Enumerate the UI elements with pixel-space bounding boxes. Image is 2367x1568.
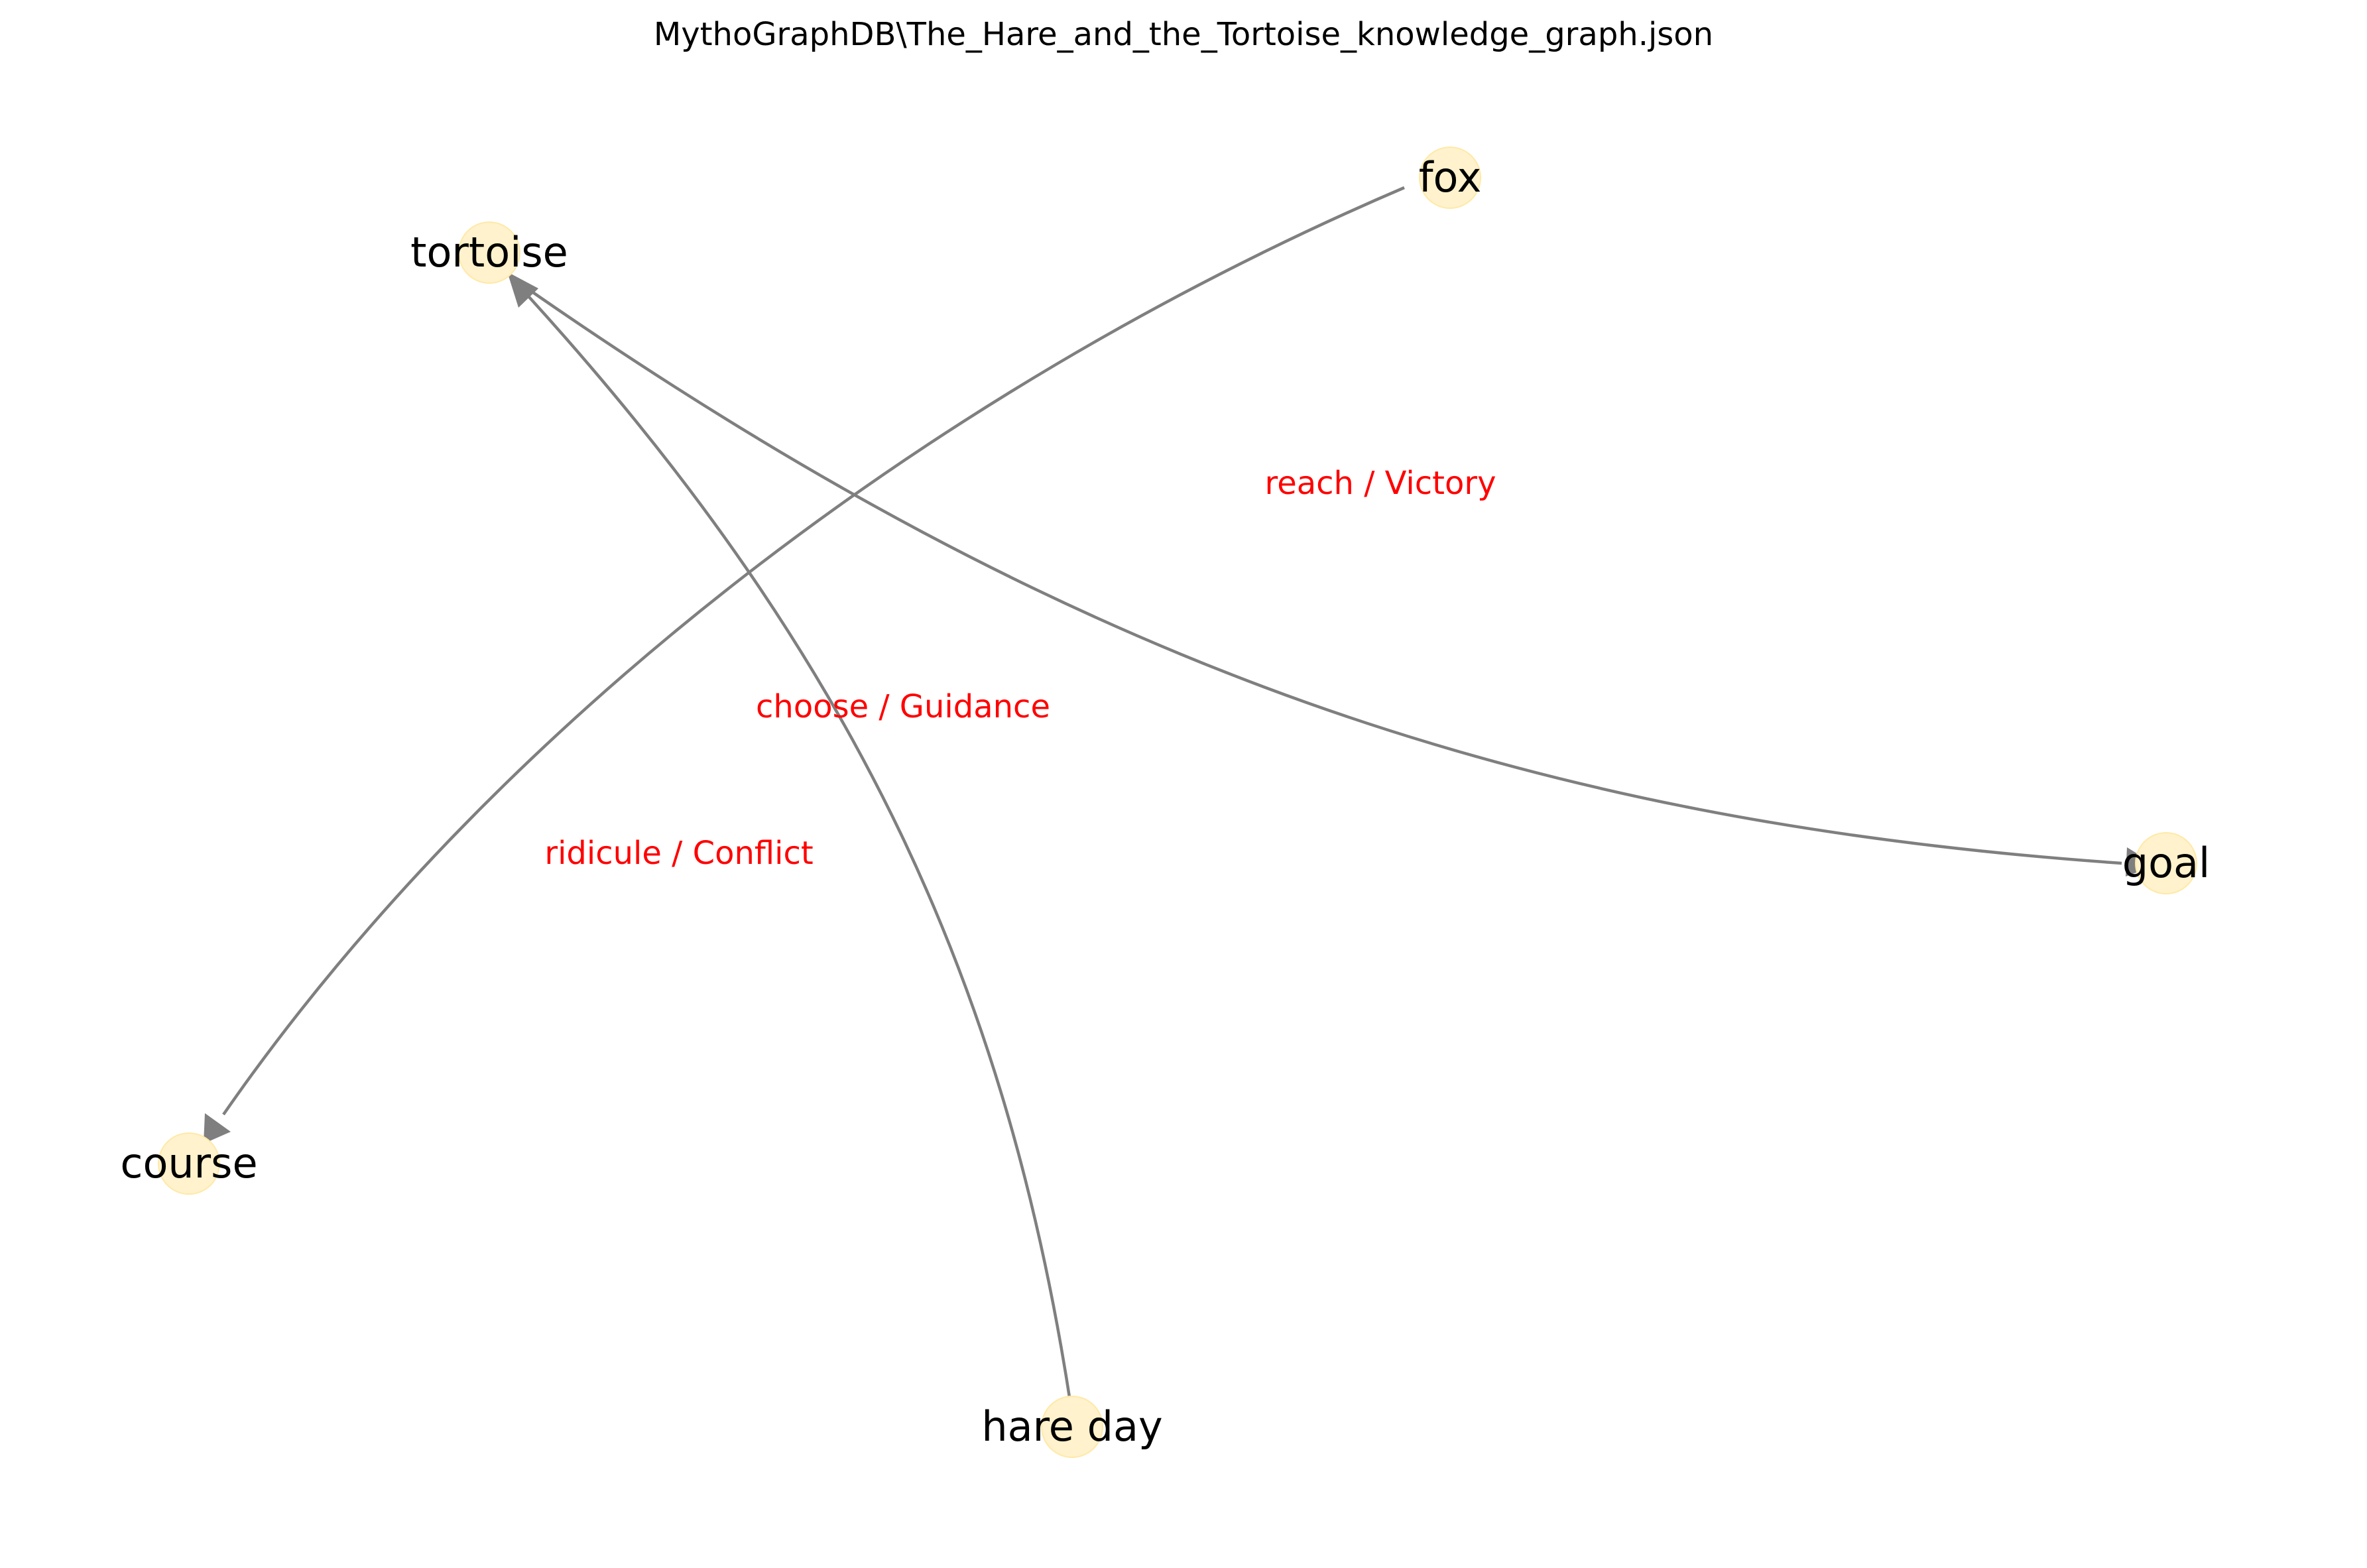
node-tortoise-circle [458,221,520,284]
node-goal-circle [2135,832,2197,894]
nodes-layer: tortoise fox goal course hare day [120,147,2211,1458]
edge-fox-course-arrowhead [204,1113,231,1144]
node-course-circle [158,1132,220,1195]
node-course[interactable]: course [120,1132,258,1195]
edge-fox-course [222,186,1405,1116]
node-fox[interactable]: fox [1419,147,1482,209]
node-hare-day-label: hare day [981,1402,1162,1451]
node-fox-label: fox [1419,153,1482,202]
node-tortoise-label: tortoise [410,228,568,276]
graph-title: MythoGraphDB\The_Hare_and_the_Tortoise_k… [654,16,1713,53]
edge-label-choose-guidance: choose / Guidance [756,688,1050,725]
node-course-label: course [120,1139,257,1187]
node-goal-label: goal [2122,839,2211,887]
edge-hareday-tortoise [528,296,1073,1406]
node-hare-day-circle [1041,1396,1103,1458]
node-goal[interactable]: goal [2122,832,2211,894]
node-fox-circle [1419,147,1481,209]
edge-label-reach-victory: reach / Victory [1265,465,1496,502]
edge-hareday-tortoise-arrowhead [507,272,538,308]
edges-layer [204,186,2156,1406]
edge-tortoise-goal [521,284,2122,865]
edge-labels-layer: reach / Victory choose / Guidance ridicu… [544,465,1496,872]
node-hare-day[interactable]: hare day [981,1396,1163,1458]
node-tortoise[interactable]: tortoise [410,221,568,284]
edge-label-ridicule-conflict: ridicule / Conflict [544,835,813,872]
